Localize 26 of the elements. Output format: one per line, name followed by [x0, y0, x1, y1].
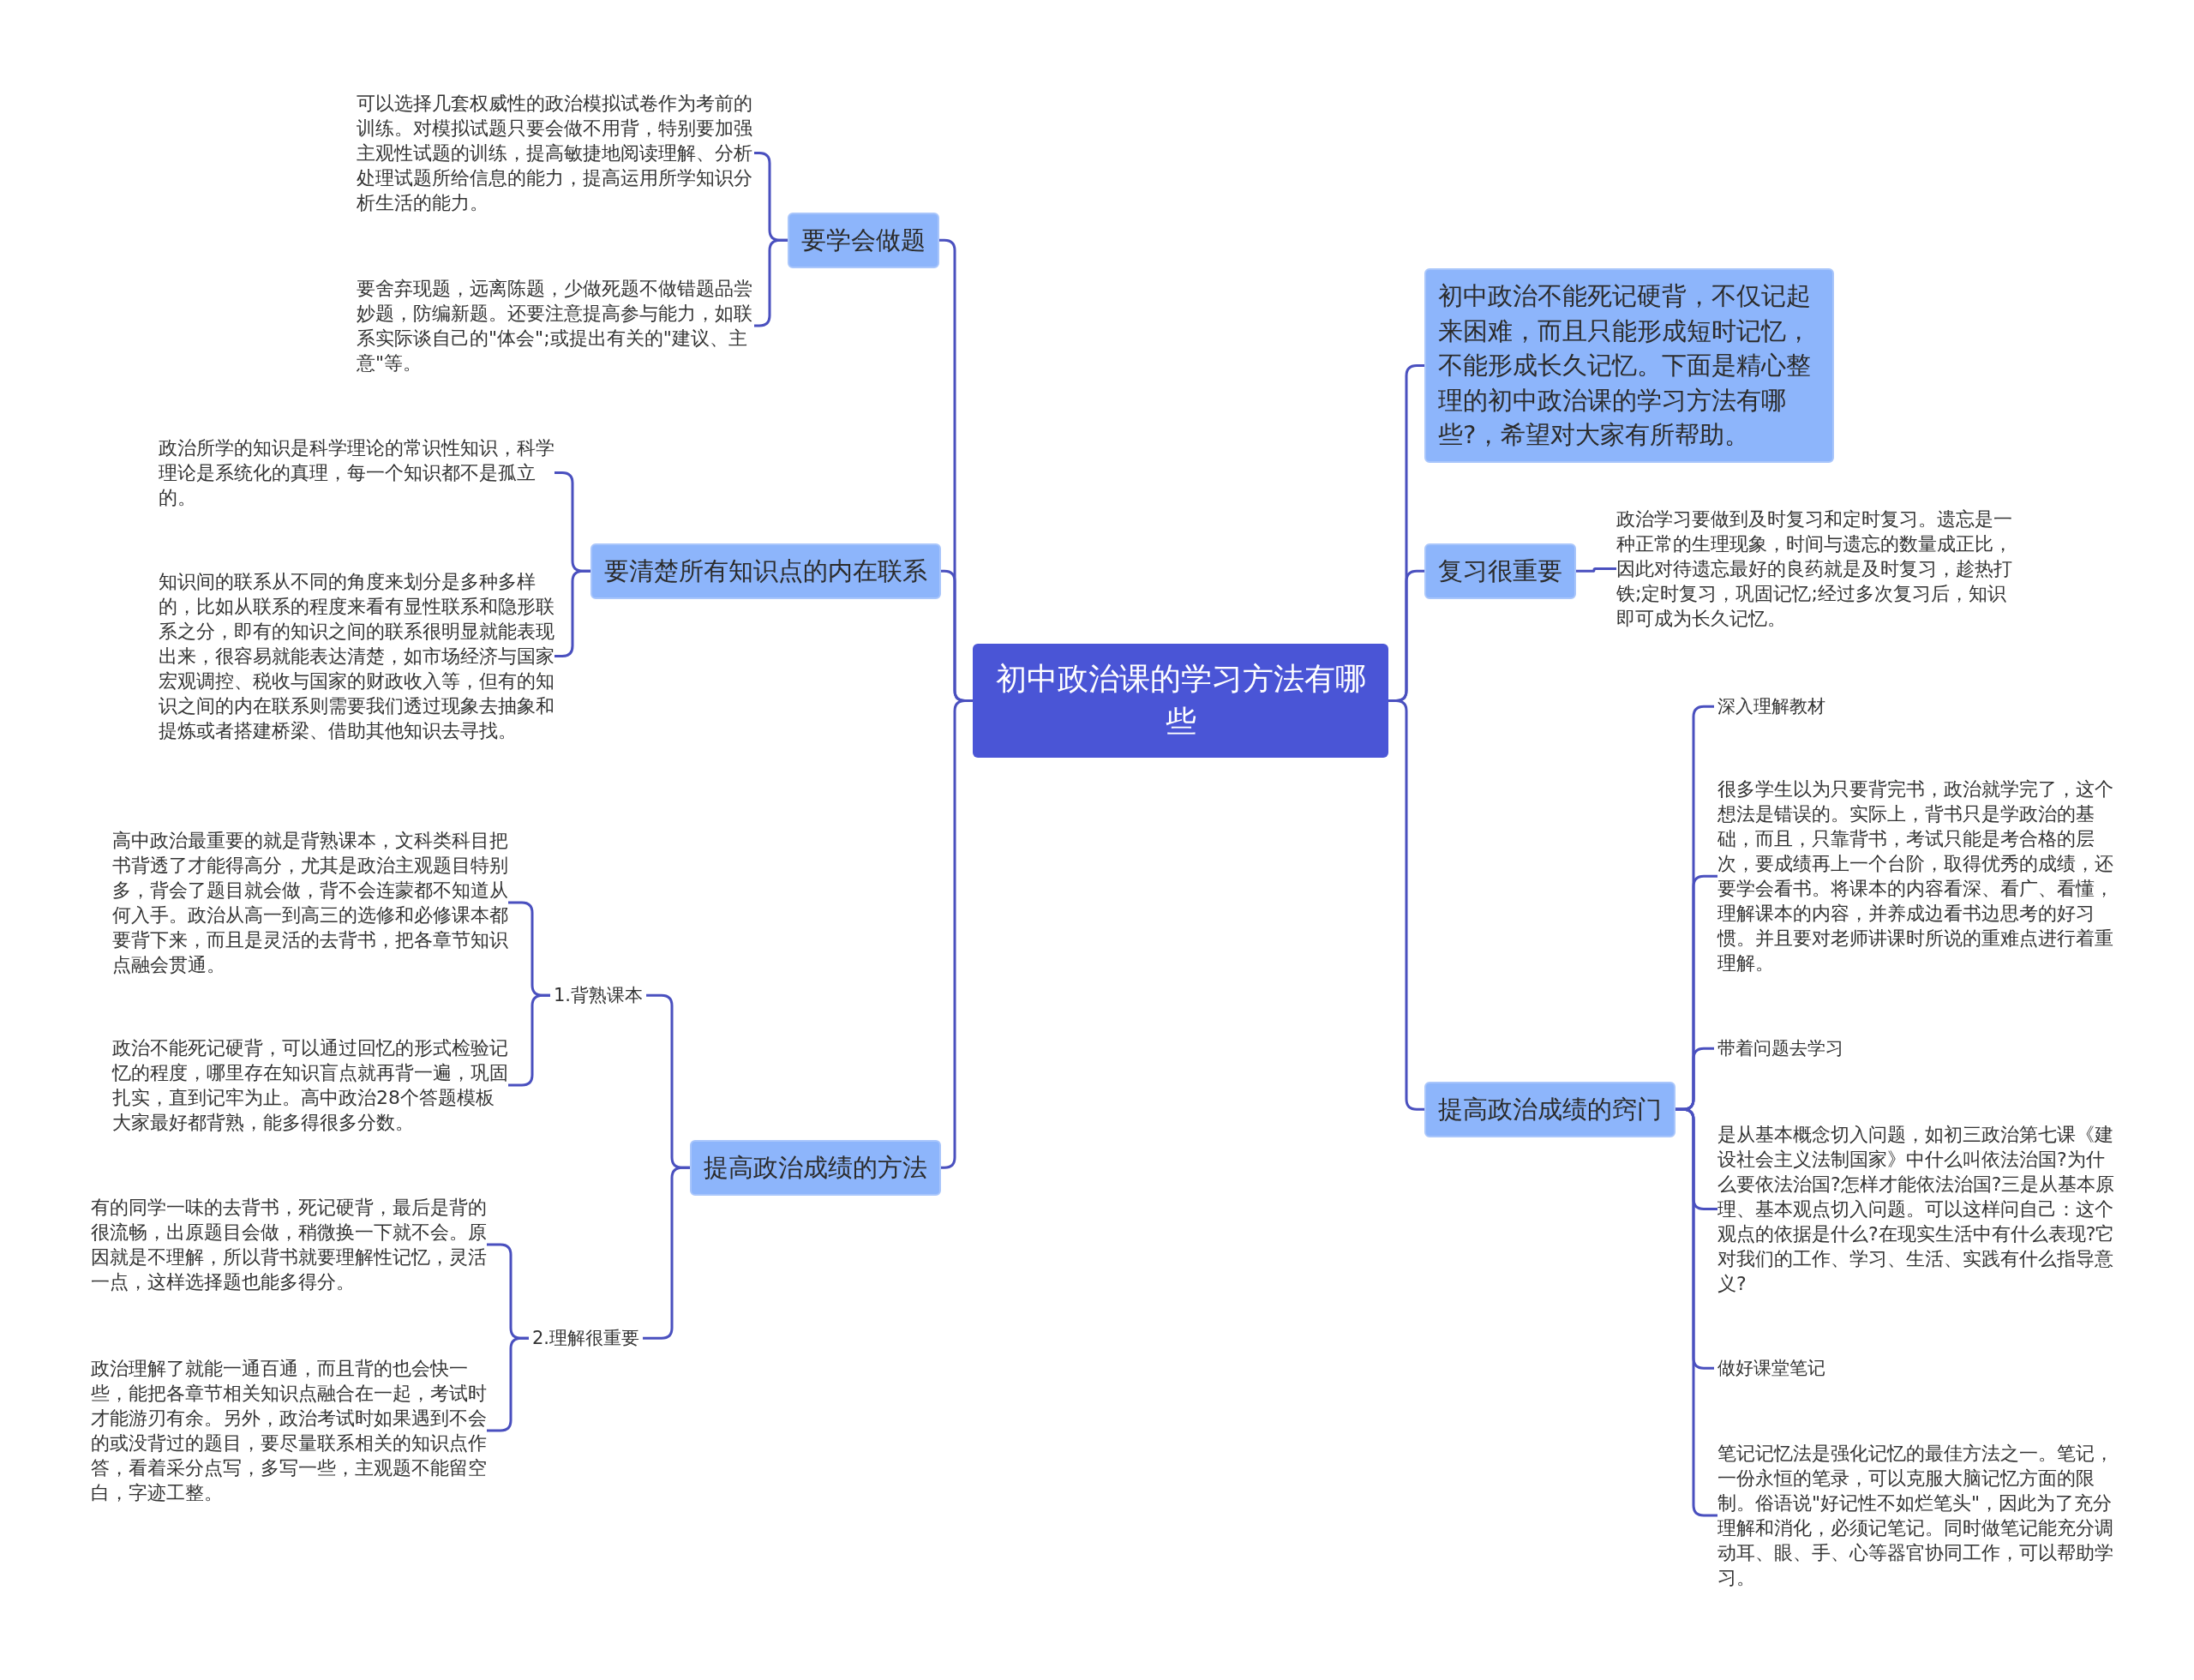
- note-text: 笔记记忆法是强化记忆的最佳方法之一。笔记，一份永恒的笔录，可以克服大脑记忆方面的限制。俗语说"好记性不如烂笔头"，因此为了充分理解和消化，必须记笔记。同时做笔记能充分调动耳、眼、手、心等器官协同工作，可以帮助学习。: [1717, 1441, 2115, 1591]
- topic-box: 要学会做题: [788, 213, 939, 268]
- connector-line: [1388, 699, 1424, 1111]
- subtopic-text: 2.理解很重要: [529, 1324, 644, 1353]
- note-text: 政治学习要做到及时复习和定时复习。遗忘是一种正常的生理现象，时间与遗忘的数量成正比，因此对待遗忘最好的良药就是及时复习，趁热打铁;定时复习，巩固记忆;经过多次复习后，知识即可成为长久记忆。: [1616, 507, 2014, 632]
- subtopic-text: 做好课堂笔记: [1714, 1354, 1829, 1383]
- note-text: 高中政治最重要的就是背熟课本，文科类科目把书背透了才能得高分，尤其是政治主观题目特别多，背会了题目就会做，背不会连蒙都不知道从何入手。政治从高一到高三的选修和必修课本都要背下来，而且是灵活的去背书，把各章节知识点融会贯通。: [112, 828, 508, 978]
- note-text: 政治理解了就能一通百通，而且背的也会快一些，能把各章节相关知识点融合在一起，考试时才能游刃有余。另外，政治考试时如果遇到不会的或没背过的题目，要尽量联系相关的知识点作答，看着采分点写，多写一些，主观题不能留空白，字迹工整。: [91, 1356, 487, 1506]
- note-text: 有的同学一味的去背书，死记硬背，最后是背的很流畅，出原题目会做，稍微换一下就不会。原因就是不理解，所以背书就要理解性记忆，灵活一点，这样选择题也能多得分。: [91, 1195, 487, 1295]
- topic-box: 初中政治不能死记硬背，不仅记起来困难，而且只能形成短时记忆，不能形成长久记忆。下面是精心整理的初中政治课的学习方法有哪些?，希望对大家有所帮助。: [1424, 268, 1834, 463]
- note-text: 很多学生以为只要背完书，政治就学完了，这个想法是错误的。实际上，背书只是学政治的基础，而且，只靠背书，考试只能是考合格的层次，要成绩再上一个台阶，取得优秀的成绩，还要学会看书。将课本的内容看深、看广、看懂，理解课本的内容，并养成边看书边思考的好习惯。并且要对老师讲课时所说的重难点进行着重理解。: [1717, 777, 2115, 976]
- subtopic-text: 1.背熟课本: [550, 981, 647, 1010]
- note-text: 知识间的联系从不同的角度来划分是多种多样的，比如从联系的程度来看有显性联系和隐形联系之分，即有的知识之间的联系很明显就能表现出来，很容易就能表达清楚，如市场经济与国家宏观调控、税收与国家的财政收入等，但有的知识之间的内在联系则需要我们透过现象去抽象和提炼或者搭建桥梁、借助其他知识去寻找。: [159, 569, 554, 744]
- central-topic-box: 初中政治课的学习方法有哪些: [973, 644, 1388, 758]
- note-text: 可以选择几套权威性的政治模拟试卷作为考前的训练。对模拟试题只要会做不用背，特别要加强主观性试题的训练，提高敏捷地阅读理解、分析处理试题所给信息的能力，提高运用所学知识分析生活的能力。: [357, 91, 754, 216]
- topic-box: 复习很重要: [1424, 543, 1576, 599]
- note-text: 要舍弃现题，远离陈题，少做死题不做错题品尝妙题，防编新题。还要注意提高参与能力，如联系实际谈自己的"体会";或提出有关的"建议、主意"等。: [357, 276, 754, 376]
- subtopic-text: 深入理解教材: [1714, 693, 1829, 721]
- note-text: 政治所学的知识是科学理论的常识性知识，科学理论是系统化的真理，每一个知识都不是孤立的。: [159, 435, 554, 511]
- connector-line: [1576, 567, 1616, 573]
- subtopic-text: 带着问题去学习: [1714, 1035, 1847, 1063]
- topic-box: 提高政治成绩的方法: [690, 1140, 941, 1196]
- topic-box: 要清楚所有知识点的内在联系: [590, 543, 941, 599]
- note-text: 是从基本概念切入问题，如初三政治第七课《建设社会主义法制国家》中什么叫依法治国?为什么要依法治国?怎样才能依法治国?三是从基本原理、基本观点切入问题。可以这样问自己：这个观点的依据是什么?在现实生活中有什么表现?它对我们的工作、学习、生活、实践有什么指导意义?: [1717, 1122, 2115, 1297]
- topic-box: 提高政治成绩的窍门: [1424, 1082, 1675, 1137]
- note-text: 政治不能死记硬背，可以通过回忆的形式检验记忆的程度，哪里存在知识盲点就再背一遍，巩固扎实，直到记牢为止。高中政治28个答题模板大家最好都背熟，能多得很多分数。: [112, 1035, 508, 1136]
